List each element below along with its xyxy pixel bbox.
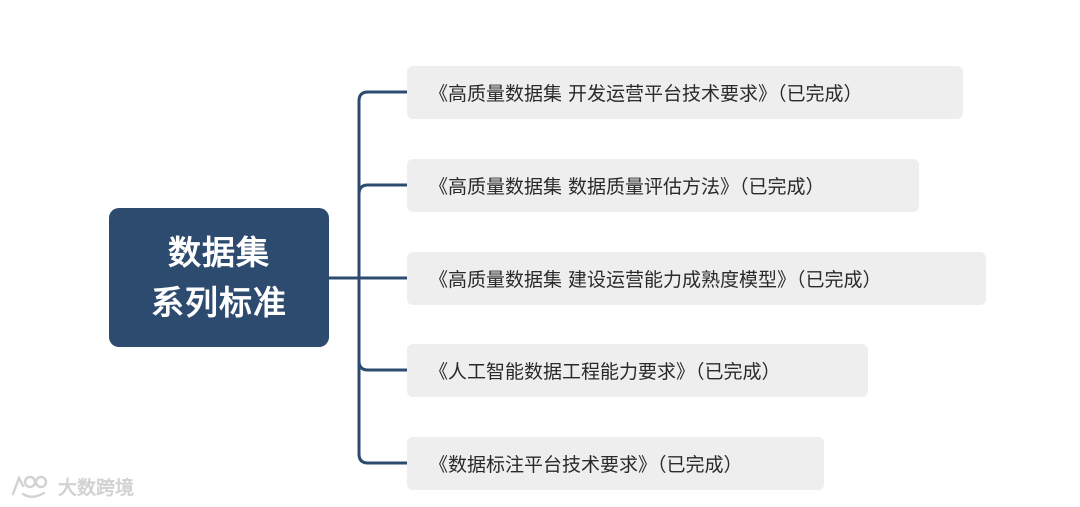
child-node-1: 《高质量数据集 开发运营平台技术要求》（已完成）	[407, 66, 963, 119]
child-node-label: 《高质量数据集 开发运营平台技术要求》（已完成）	[429, 83, 863, 105]
branch-connector-4	[357, 359, 409, 372]
watermark-text: 大数跨境	[58, 476, 135, 499]
child-node-label: 《人工智能数据工程能力要求》（已完成）	[429, 361, 781, 383]
watermark: 大数跨境	[10, 472, 134, 500]
watermark-logo-icon	[11, 475, 48, 498]
child-node-4: 《人工智能数据工程能力要求》（已完成）	[407, 344, 868, 397]
child-node-label: 《高质量数据集 数据质量评估方法》（已完成）	[429, 176, 825, 198]
branch-connector-2	[357, 183, 409, 196]
root-title-line-2: 系列标准	[151, 282, 287, 322]
spine-connector	[357, 90, 370, 465]
child-node-5: 《数据标注平台技术要求》（已完成）	[407, 437, 824, 490]
root-node: 数据集 系列标准	[109, 208, 329, 347]
child-node-label: 《高质量数据集 建设运营能力成熟度模型》（已完成）	[429, 269, 882, 291]
root-title-line-1: 数据集	[168, 232, 270, 272]
child-node-2: 《高质量数据集 数据质量评估方法》（已完成）	[407, 159, 919, 212]
child-node-label: 《数据标注平台技术要求》（已完成）	[429, 454, 743, 476]
child-node-3: 《高质量数据集 建设运营能力成熟度模型》（已完成）	[407, 252, 986, 305]
